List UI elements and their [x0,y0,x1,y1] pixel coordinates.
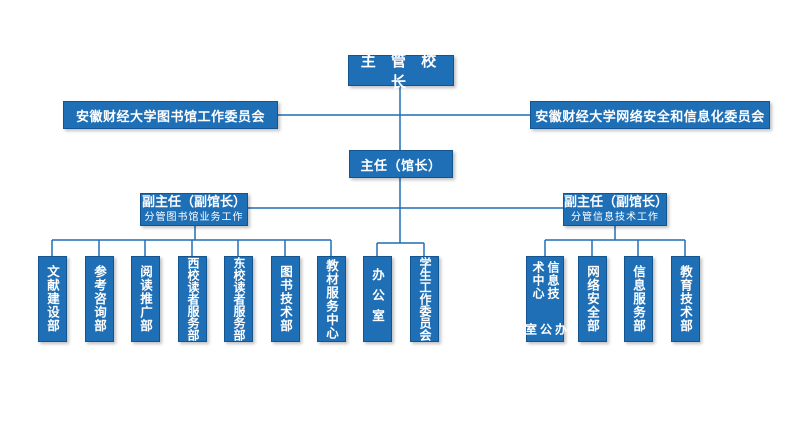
deputy-left-subtitle: 分管图书馆业务工作 [144,211,244,223]
director-label: 主任（馆长） [360,158,442,174]
dept-box: 参考咨询部 [85,256,114,342]
dept-label: 图书技术部 [278,265,293,333]
president-label: 主 管 校 长 [360,51,442,91]
dept-label: 西校读者服务部 [186,257,200,341]
info-center-sub-label: 办公室 [523,322,568,336]
network-committee-label: 安徽财经大学网络安全和信息化委员会 [535,109,765,125]
info-center-label: 信息技术中心 [531,260,560,300]
dept-box: 图书技术部 [271,256,300,342]
director-box: 主任（馆长） [349,150,453,178]
dept-box: 办公室 [363,256,392,342]
network-committee-box: 安徽财经大学网络安全和信息化委员会 [530,101,770,129]
deputy-left-box: 副主任（副馆长） 分管图书馆业务工作 [140,193,248,226]
deputy-right-box: 副主任（副馆长） 分管信息技术工作 [563,193,669,226]
dept-label: 办公室 [370,268,385,330]
dept-label: 学生工作委员会 [418,257,432,341]
deputy-left-title: 副主任（副馆长） [141,194,246,210]
library-committee-label: 安徽财经大学图书馆工作委员会 [75,109,265,125]
dept-box: 学生工作委员会 [410,256,439,342]
deputy-right-subtitle: 分管信息技术工作 [571,211,659,223]
deputy-right-title: 副主任（副馆长） [564,194,669,210]
dept-label: 阅读推广部 [138,265,153,333]
dept-label: 教材服务中心 [324,258,339,340]
dept-box: 信息服务部 [624,256,653,342]
dept-box: 阅读推广部 [131,256,160,342]
dept-box: 教育技术部 [671,256,700,342]
dept-box: 东校读者服务部 [224,256,253,342]
dept-label: 信息服务部 [631,265,646,333]
dept-label: 东校读者服务部 [232,257,246,341]
dept-label: 参考咨询部 [92,265,107,333]
dept-label: 文献建设部 [45,265,60,333]
info-center-box: 信息技术中心 办公室 [524,256,568,342]
president-box: 主 管 校 长 [348,52,454,91]
dept-box: 教材服务中心 [317,256,346,342]
dept-label: 教育技术部 [678,265,693,333]
dept-box: 网络安全部 [578,256,607,342]
dept-box: 文献建设部 [38,256,67,342]
dept-box: 西校读者服务部 [178,256,207,342]
library-committee-box: 安徽财经大学图书馆工作委员会 [63,101,278,129]
dept-label: 网络安全部 [585,265,600,333]
